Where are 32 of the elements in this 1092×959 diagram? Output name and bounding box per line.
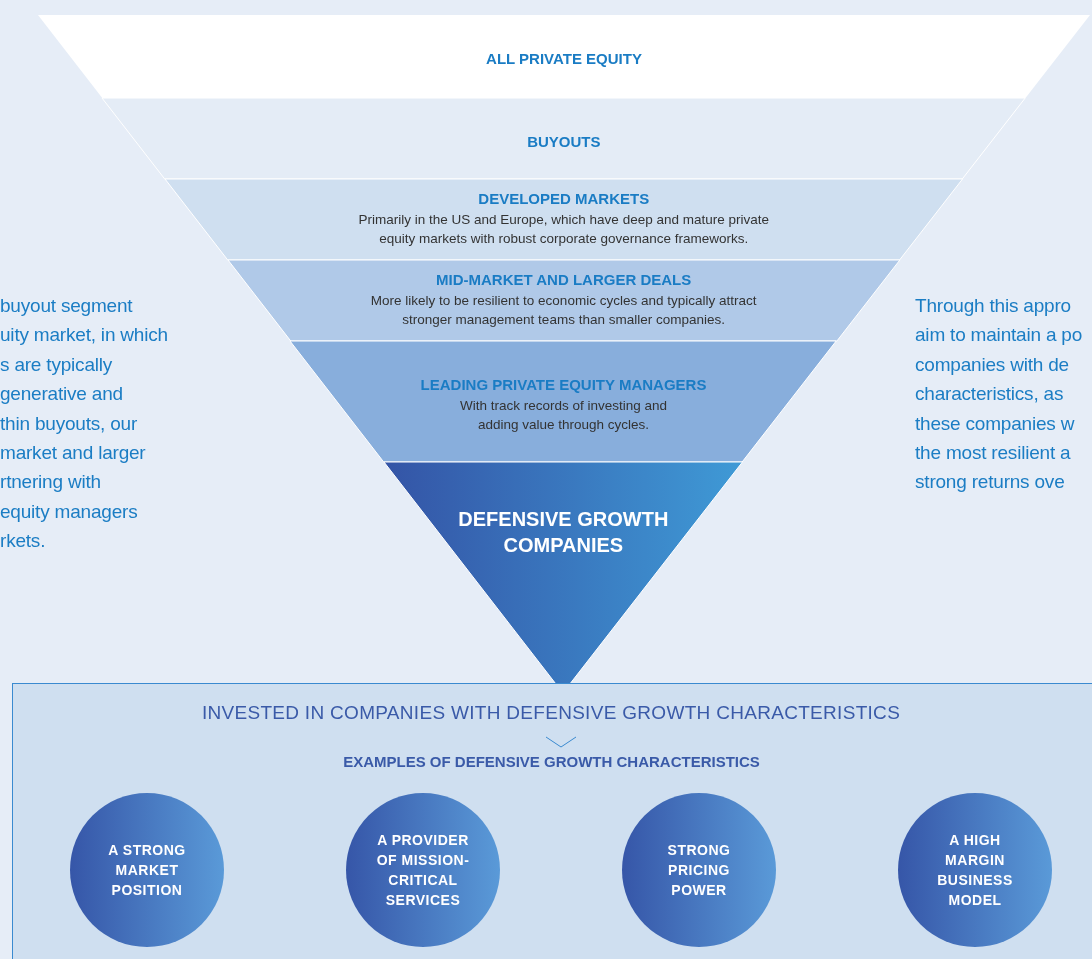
side-text-line: characteristics, as [915, 382, 1064, 407]
section-heading: A HIGH MARGIN BUSINESS MODEL [936, 831, 1014, 910]
section-heading: A STRONG MARKET POSITION [107, 841, 187, 900]
side-text-line: rtnering with [0, 470, 101, 495]
side-text-line: uity market, in which [0, 323, 168, 348]
section-heading: DEVELOPED MARKETS [477, 190, 651, 207]
side-text-line: the most resilient a [915, 441, 1071, 465]
section-heading: EXAMPLES OF DEFENSIVE GROWTH CHARACTERISTICS [342, 753, 761, 770]
side-text-line: equity managers [0, 499, 138, 524]
side-text-line: these companies w [915, 411, 1075, 436]
side-text-line: Through this appro [915, 294, 1071, 318]
section-heading: LEADING PRIVATE EQUITY MANAGERS [419, 376, 708, 393]
section-heading: DEFENSIVE GROWTH COMPANIES [457, 507, 670, 558]
examples-panel [12, 737, 1092, 959]
side-text-line: aim to maintain a po [915, 323, 1083, 348]
section-heading: BUYOUTS [526, 133, 602, 150]
description-text: More likely to be resilient to economic cycles and typically attract stronger management teams than smaller companies. [369, 292, 758, 329]
side-text-line: strong returns ove [915, 470, 1065, 495]
side-text-line: buyout segment [0, 294, 133, 318]
section-heading: ALL PRIVATE EQUITY [485, 50, 643, 67]
side-text-line: generative and [0, 382, 123, 407]
side-text-line: rkets. [0, 529, 46, 554]
side-text-line: market and larger [0, 441, 146, 465]
description-text: Primarily in the US and Europe, which have deep and mature private equity markets with robust corporate governance frameworks. [357, 211, 770, 248]
section-heading: STRONG PRICING POWER [666, 841, 732, 900]
description-text: With track records of investing and adding value through cycles. [458, 397, 669, 434]
section-heading: A PROVIDER OF MISSION-CRITICAL SERVICES [375, 831, 471, 910]
side-text-line: s are typically [0, 352, 113, 377]
section-heading: MID-MARKET AND LARGER DEALS [435, 271, 693, 288]
side-text-line: thin buyouts, our [0, 411, 138, 436]
section-heading: INVESTED IN COMPANIES WITH DEFENSIVE GROWTH CHARACTERISTICS [200, 702, 902, 724]
side-text-line: companies with de [915, 352, 1069, 377]
